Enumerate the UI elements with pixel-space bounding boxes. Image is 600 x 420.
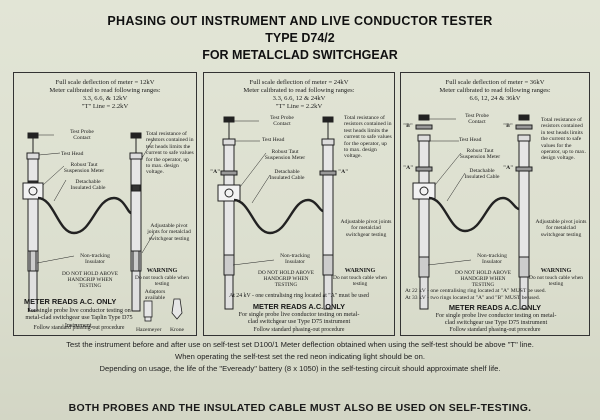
label-do-not-hold: DO NOT HOLD ABOVE HANDGRIP WHEN TESTING — [454, 270, 512, 288]
label-resistors: Total resistance of resistors contained … — [541, 117, 586, 162]
label-warning: WARNING — [146, 267, 178, 274]
instrument-diagram — [217, 116, 337, 310]
panel-spec-calibrated: Meter calibrated to read following range… — [243, 87, 355, 94]
single-probe-note: For single probe live conductor testing … — [25, 307, 133, 329]
label-warning: WARNING — [540, 267, 572, 274]
header-type: TYPE D74/2 — [265, 31, 335, 45]
footer-warning: BOTH PROBES AND THE INSULATED CABLE MUST… — [68, 402, 532, 414]
ring-note: At 24 kV - one centralising ring located… — [229, 293, 369, 299]
footer-line-2: When operating the self-test set the red… — [175, 352, 425, 361]
adaptor-hazemeyer: Hazemeyer — [136, 327, 162, 333]
label-test-probe: Test Probe Contact — [465, 113, 489, 126]
label-resistors: Total resistance of resistors contained … — [344, 115, 392, 160]
marker-a-right: "A" — [503, 165, 514, 171]
label-robust-meter: Robust Taut Suspension Meter — [459, 148, 501, 161]
label-detachable-cable: Detachable Insulated Cable — [269, 169, 305, 182]
header-title: PHASING OUT INSTRUMENT AND LIVE CONDUCTO… — [107, 14, 493, 28]
panel-spec-ranges: 3.3, 6.6, & 12kV — [82, 95, 128, 102]
panel-spec-deflection: Full scale deflection of meter = 36kV — [445, 79, 545, 86]
label-detachable-cable: Detachable Insulated Cable — [464, 168, 500, 181]
label-warning-sub: Do not touch cable when testing — [135, 275, 189, 287]
panel-spec-calibrated: Meter calibrated to read following range… — [439, 87, 551, 94]
label-do-not-hold: DO NOT HOLD ABOVE HANDGRIP WHEN TESTING — [257, 270, 315, 288]
single-probe-note: For single probe live conductor testing … — [435, 312, 557, 327]
panel-spec-tline: "T" Line = 2.2kV — [81, 103, 129, 110]
label-detachable-cable: Detachable Insulated Cable — [70, 179, 106, 192]
label-test-head: Test Head — [459, 137, 482, 143]
header-subtitle: FOR METALCLAD SWITCHGEAR — [202, 48, 398, 62]
panel-spec-deflection: Full scale deflection of meter = 12kV — [55, 79, 155, 86]
adaptor-icons — [143, 298, 183, 322]
label-warning-sub: Do not touch cable when testing — [333, 275, 387, 287]
label-non-tracking: Non-tracking Insulator — [477, 253, 507, 266]
panel-spec-ranges: 3.3, 6.6, 12 & 24kV — [272, 95, 326, 102]
marker-a-left: "A" — [403, 165, 414, 171]
marker-b-left: "B" — [403, 123, 413, 129]
panel-36kv: Full scale deflection of meter = 36kV Me… — [400, 72, 590, 336]
panel-spec-deflection: Full scale deflection of meter = 24kV — [249, 79, 349, 86]
label-test-probe: Test Probe Contact — [270, 115, 294, 128]
label-robust-meter: Robust Taut Suspension Meter — [63, 162, 105, 175]
follow-procedure: Follow standard phasing-out procedure — [33, 325, 125, 331]
label-do-not-hold: DO NOT HOLD ABOVE HANDGRIP WHEN TESTING — [61, 271, 119, 289]
label-warning-sub: Do not touch cable when testing — [529, 275, 583, 287]
label-non-tracking: Non-tracking Insulator — [280, 253, 310, 266]
panel-spec-ranges: 6.6, 12, 24 & 36kV — [469, 95, 521, 102]
adaptors-available: Adaptors available — [144, 289, 166, 302]
single-probe-note: For single probe live conductor testing … — [238, 311, 360, 326]
footer-line-1: Test the instrument before and after use… — [66, 340, 534, 349]
panel-12kv: Full scale deflection of meter = 12kV Me… — [13, 72, 197, 336]
panel-spec-calibrated: Meter calibrated to read following range… — [49, 87, 161, 94]
label-pivot-joints: Adjustable pivot joints for metalclad sw… — [535, 219, 587, 238]
instrument-diagram — [22, 132, 155, 312]
label-robust-meter: Robust Taut Suspension Meter — [264, 149, 306, 162]
panel-24kv: Full scale deflection of meter = 24kV Me… — [203, 72, 395, 336]
follow-procedure: Follow standard phasing-out procedure — [449, 327, 541, 333]
marker-a-left: "A" — [210, 169, 221, 175]
instrument-diagram — [412, 114, 533, 310]
label-non-tracking: Non-tracking Insulator — [80, 253, 110, 266]
footer-line-3: Depending on usage, the life of the "Eve… — [99, 364, 501, 373]
follow-procedure: Follow standard phasing-out procedure — [253, 327, 345, 333]
panel-spec-tline: "T" Line = 2.2kV — [275, 103, 323, 110]
ring-note-33kv: At 33 kV - two rings located at "A" and … — [405, 295, 541, 301]
label-resistors: Total resistance of resistors contained … — [146, 131, 194, 176]
label-warning: WARNING — [344, 267, 376, 274]
ring-note-22kv: At 22 kV - one centralising ring located… — [405, 288, 546, 294]
label-test-head: Test Head — [61, 151, 84, 157]
marker-a-right: "A" — [338, 169, 349, 175]
label-pivot-joints: Adjustable pivot joints for metalclad sw… — [147, 223, 191, 242]
meter-reads-ac: METER READS A.C. ONLY — [448, 303, 542, 312]
label-test-head: Test Head — [262, 137, 285, 143]
meter-reads-ac: METER READS A.C. ONLY — [252, 302, 346, 311]
label-pivot-joints: Adjustable pivot joints for metalclad sw… — [340, 219, 392, 238]
meter-reads-ac: METER READS A.C. ONLY — [24, 297, 117, 306]
adaptor-krone: Krone — [170, 327, 184, 333]
marker-b-right: "B" — [503, 123, 513, 129]
label-test-probe: Test Probe Contact — [70, 129, 94, 142]
